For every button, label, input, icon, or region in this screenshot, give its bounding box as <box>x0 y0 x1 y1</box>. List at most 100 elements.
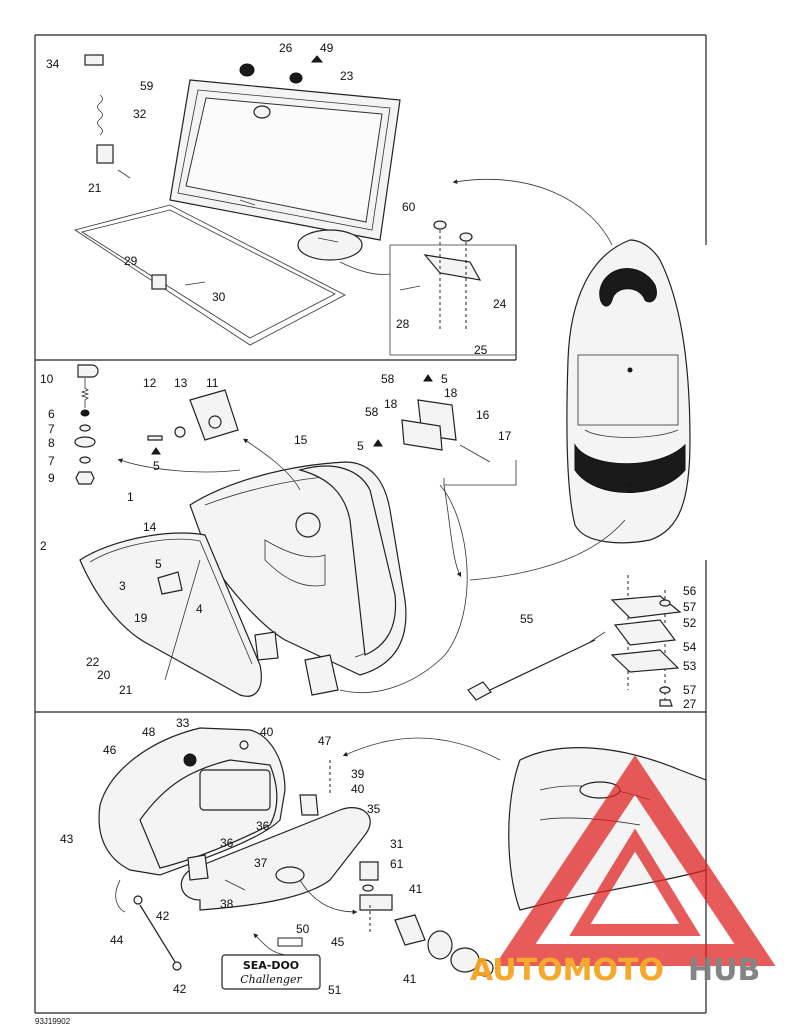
callout-42: 42 <box>156 909 170 923</box>
callout-14: 14 <box>143 520 157 534</box>
callout-10: 10 <box>40 372 54 386</box>
callout-41b: 41 <box>403 972 417 986</box>
automotohub-watermark: AUTOMOTO HUB <box>470 755 776 988</box>
bolt-stack-left <box>74 364 99 485</box>
callout-58: 58 <box>381 372 395 386</box>
callout-22: 22 <box>86 655 100 669</box>
panel-frames <box>34 34 707 1014</box>
callout-17: 17 <box>498 429 512 443</box>
callout-57: 57 <box>683 600 697 614</box>
hinge-bracket-24 <box>339 220 516 356</box>
callout-46: 46 <box>103 743 117 757</box>
bottom-connector-lines <box>115 737 501 956</box>
callout-38: 38 <box>220 897 234 911</box>
callout-39: 39 <box>351 767 365 781</box>
bracket-stack-right <box>610 575 682 707</box>
callout-19: 19 <box>134 611 148 625</box>
lock-assembly <box>359 861 494 977</box>
callout-59: 59 <box>140 79 154 93</box>
callout-33: 33 <box>176 716 190 730</box>
callout-11: 11 <box>206 376 219 390</box>
callout-47: 47 <box>318 734 332 748</box>
callout-8: 8 <box>48 436 55 450</box>
callout-23: 23 <box>340 69 354 83</box>
glovebox-gasket <box>79 532 262 697</box>
callout-32: 32 <box>133 107 147 121</box>
decal-model: Challenger <box>240 973 302 986</box>
callout-28: 28 <box>396 317 410 331</box>
gas-strut-44 <box>133 895 182 971</box>
callout-6: 6 <box>48 407 55 421</box>
callout-2: 2 <box>40 539 47 553</box>
callout-21: 21 <box>88 181 102 195</box>
callout-44: 44 <box>110 933 124 947</box>
callout-35: 35 <box>367 802 381 816</box>
callout-5c: 5 <box>357 439 364 453</box>
callout-26: 26 <box>279 41 293 55</box>
callout-40b: 40 <box>351 782 365 796</box>
callout-7b: 7 <box>48 454 55 468</box>
watermark-text-orange: AUTOMOTO <box>470 953 664 988</box>
watercraft-top-view <box>566 239 691 544</box>
callout-24: 24 <box>493 297 507 311</box>
step-plate <box>180 760 371 911</box>
callout-54: 54 <box>683 640 697 654</box>
callout-52: 52 <box>683 616 697 630</box>
callout-3: 3 <box>119 579 126 593</box>
callout-1: 1 <box>127 490 134 504</box>
callout-56: 56 <box>683 584 697 598</box>
hinge-16-assembly <box>373 374 491 463</box>
middle-connector-lines <box>117 438 626 581</box>
glovebox-assembly <box>189 461 468 696</box>
hinge-spring-assembly <box>84 54 131 179</box>
callout-55: 55 <box>520 612 534 626</box>
callout-21b: 21 <box>119 683 133 697</box>
callout-27: 27 <box>683 697 697 711</box>
callout-30: 30 <box>212 290 226 304</box>
callout-16: 16 <box>476 408 490 422</box>
decal-brand: SEA-DOO <box>243 959 299 972</box>
callout-18: 18 <box>444 386 458 400</box>
callout-49: 49 <box>320 41 334 55</box>
callout-36b: 36 <box>220 836 234 850</box>
callout-18b: 18 <box>384 397 398 411</box>
callout-5b: 5 <box>441 372 448 386</box>
callout-48: 48 <box>142 725 156 739</box>
callout-57b: 57 <box>683 683 697 697</box>
callout-7: 7 <box>48 422 55 436</box>
callout-50: 50 <box>296 922 310 936</box>
callout-labels-middle: 10 6 7 8 7 9 12 13 11 5 58 5 18 58 18 16… <box>40 372 697 711</box>
callout-60: 60 <box>402 200 416 214</box>
latch-parts <box>147 389 239 455</box>
callout-51: 51 <box>328 983 342 997</box>
callout-labels-bottom: 33 40 47 48 46 39 40 35 36 43 36 37 31 6… <box>60 716 423 997</box>
callout-4: 4 <box>196 602 203 616</box>
callout-61: 61 <box>390 857 404 871</box>
callout-12: 12 <box>143 376 157 390</box>
callout-20: 20 <box>97 668 111 682</box>
callout-34: 34 <box>46 57 60 71</box>
callout-5d: 5 <box>155 557 162 571</box>
callout-58b: 58 <box>365 405 379 419</box>
seadoo-challenger-decal: SEA-DOO Challenger <box>221 937 321 990</box>
callout-40: 40 <box>260 725 274 739</box>
callout-labels-top: 34 26 49 23 59 32 21 60 29 30 24 28 25 <box>46 41 507 357</box>
callout-29: 29 <box>124 254 138 268</box>
callout-36: 36 <box>256 819 270 833</box>
glovebox-door <box>98 727 286 876</box>
callout-37: 37 <box>254 856 268 870</box>
callout-31: 31 <box>390 837 404 851</box>
callout-5: 5 <box>153 459 160 473</box>
callout-42b: 42 <box>173 982 187 996</box>
callout-25: 25 <box>474 343 488 357</box>
shift-cable-55 <box>467 631 606 701</box>
callout-15: 15 <box>294 433 308 447</box>
glovebox-lid-assembly <box>169 55 401 261</box>
callout-13: 13 <box>174 376 188 390</box>
drawing-code: 93J19902 <box>35 1017 71 1026</box>
callout-9: 9 <box>48 471 55 485</box>
callout-43: 43 <box>60 832 74 846</box>
callout-53: 53 <box>683 659 697 673</box>
callout-45: 45 <box>331 935 345 949</box>
